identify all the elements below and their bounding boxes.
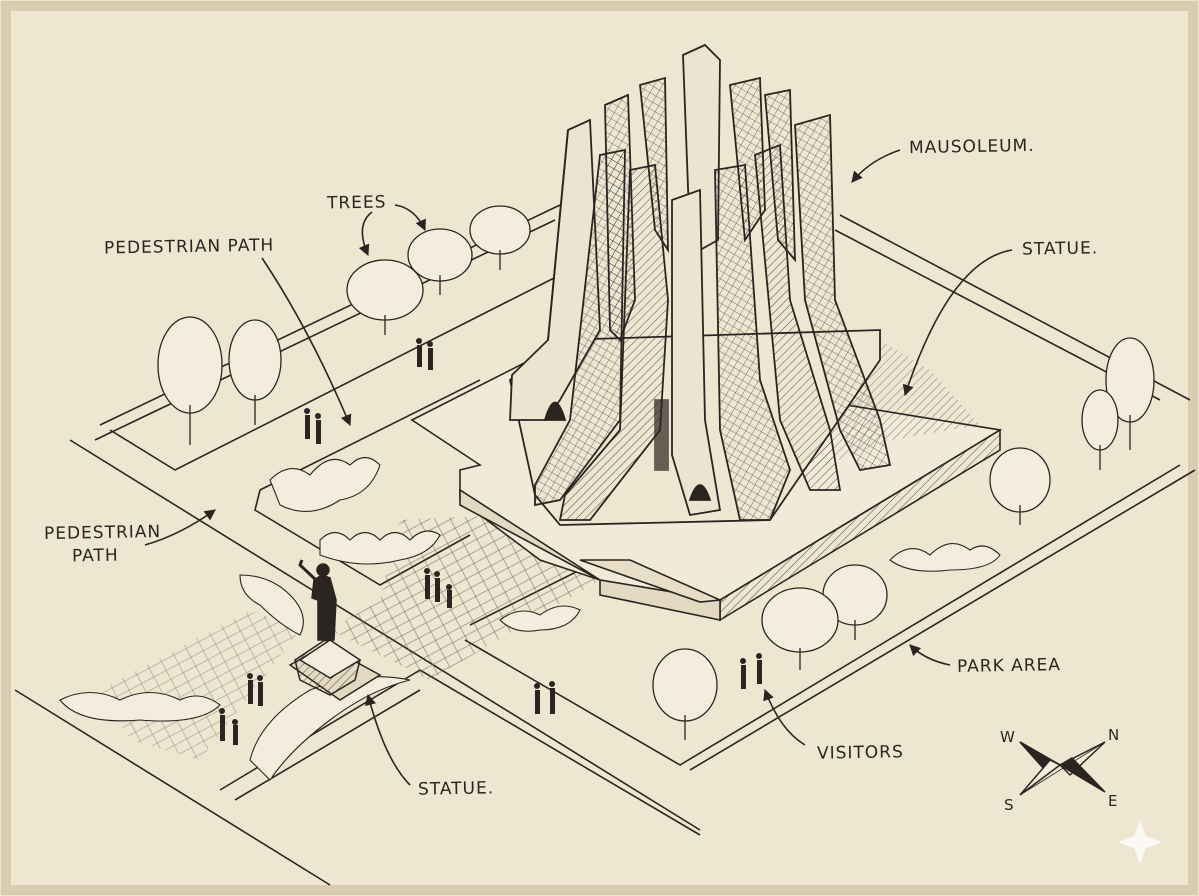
paved-walk: [100, 610, 300, 760]
label-trees: TREES: [326, 192, 387, 214]
compass-w-label: W: [1000, 728, 1015, 746]
leader-arrows: [144, 149, 1013, 786]
compass-s-label: S: [1004, 796, 1014, 814]
hedges: [59, 456, 1001, 781]
leader-statue: [288, 559, 382, 701]
compass-n-label: N: [1108, 726, 1120, 744]
label-park-area: PARK AREA: [956, 655, 1062, 677]
label-pedestrian-path-left-line1: PEDESTRIAN: [43, 521, 162, 545]
trees: [157, 205, 1155, 740]
label-statue-top: STATUE.: [1021, 238, 1099, 260]
label-pedestrian-path-top: PEDESTRIAN PATH: [103, 235, 275, 259]
label-pedestrian-path-left-line2: PATH: [71, 545, 119, 567]
label-visitors: VISITORS: [816, 742, 904, 764]
compass-rose: [1019, 741, 1106, 796]
sparkle-icon: [1118, 820, 1162, 864]
compass-e-label: E: [1108, 792, 1118, 810]
mausoleum: [509, 43, 892, 526]
visitor-figures: [219, 338, 762, 745]
label-statue-bottom: STATUE.: [417, 778, 495, 800]
label-mausoleum: MAUSOLEUM.: [908, 135, 1035, 159]
